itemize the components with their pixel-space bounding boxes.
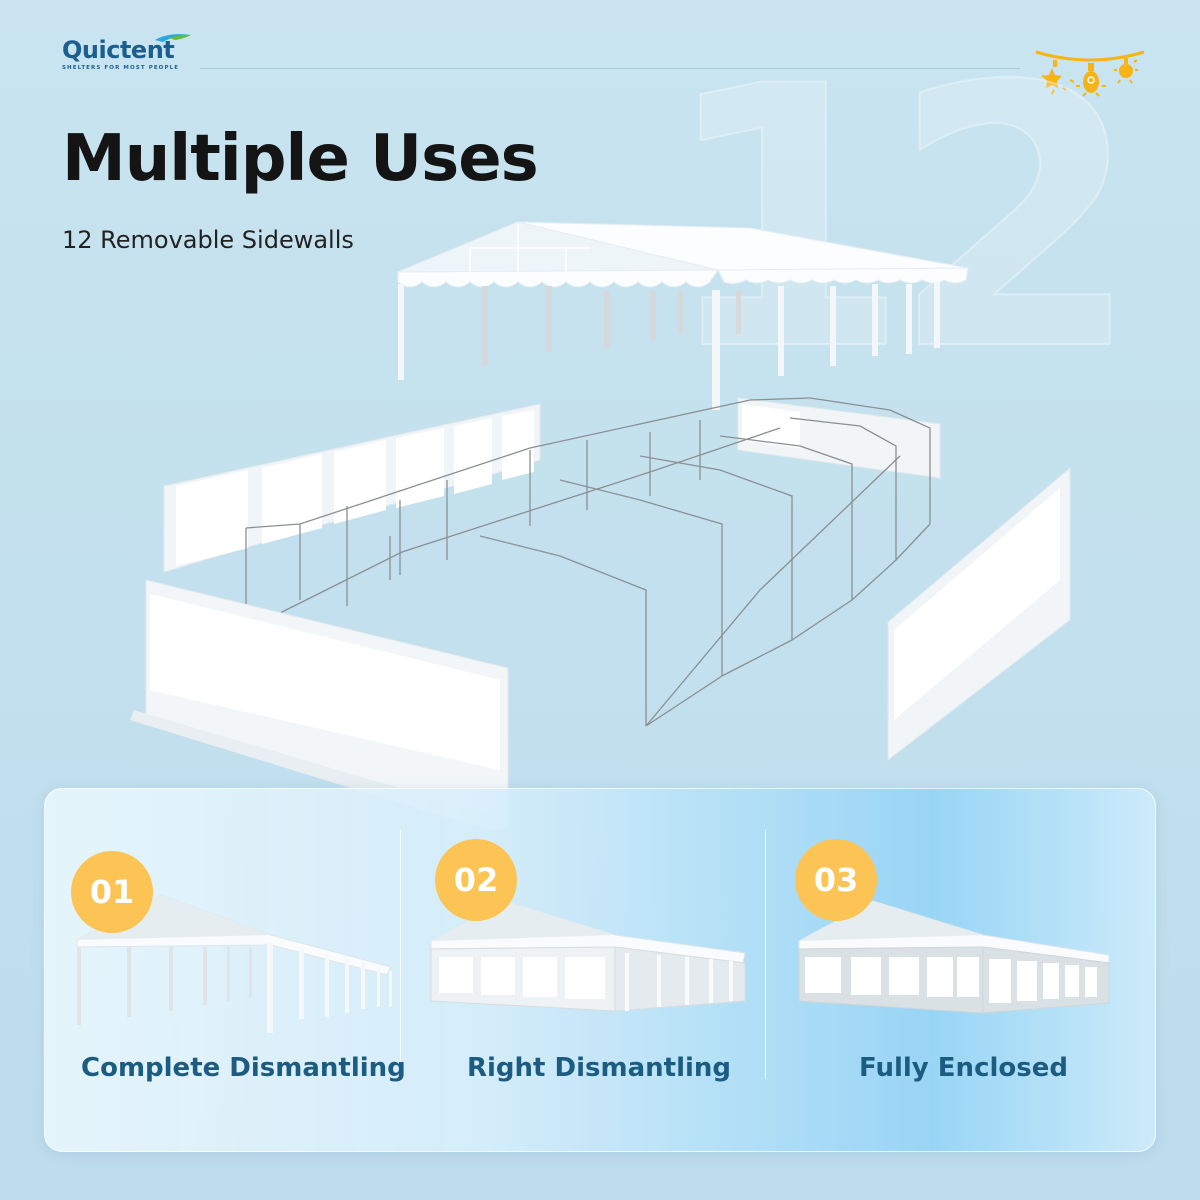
card-divider: [400, 829, 401, 1079]
usage-modes-panel: 01 Complete Dismantling 02 Right Dismant…: [44, 788, 1156, 1152]
logo-swoosh-icon: [155, 34, 191, 42]
brand-tagline: SHELTERS FOR MOST PEOPLE: [62, 65, 180, 71]
mode-label: Complete Dismantling: [81, 1053, 406, 1083]
page-subtitle: 12 Removable Sidewalls: [62, 226, 354, 254]
brand-name: Quictent: [62, 36, 175, 64]
tent-frame: [245, 397, 931, 727]
mode-card-fully-enclosed: 03 Fully Enclosed: [765, 789, 1157, 1153]
tent-partial-illustration: [430, 900, 746, 1012]
tent-roof: [397, 221, 969, 288]
header-divider: [200, 68, 1020, 69]
mode-label: Fully Enclosed: [859, 1053, 1068, 1083]
mode-label: Right Dismantling: [467, 1053, 732, 1083]
tent-enclosed-illustration: [798, 900, 1110, 1014]
page-title: Multiple Uses: [62, 122, 539, 196]
exploded-tent-illustration: [130, 221, 1071, 830]
roof-legs: [398, 282, 940, 410]
sidewall-back-right: [737, 397, 941, 479]
brand-logo: Quictent SHELTERS FOR MOST PEOPLE: [62, 34, 191, 71]
sidewall-back-left: [163, 403, 541, 573]
step-badge-01: 01: [71, 851, 153, 933]
card-divider: [765, 829, 766, 1079]
background-numeral: 12: [659, 10, 1142, 429]
mode-card-right-dismantling: 02 Right Dismantling: [401, 789, 765, 1153]
step-badge-02: 02: [435, 839, 517, 921]
string-lights-icon: [1035, 50, 1145, 97]
step-badge-03: 03: [795, 839, 877, 921]
sidewall-right: [887, 466, 1071, 762]
mode-card-complete-dismantling: 01 Complete Dismantling: [45, 789, 406, 1153]
